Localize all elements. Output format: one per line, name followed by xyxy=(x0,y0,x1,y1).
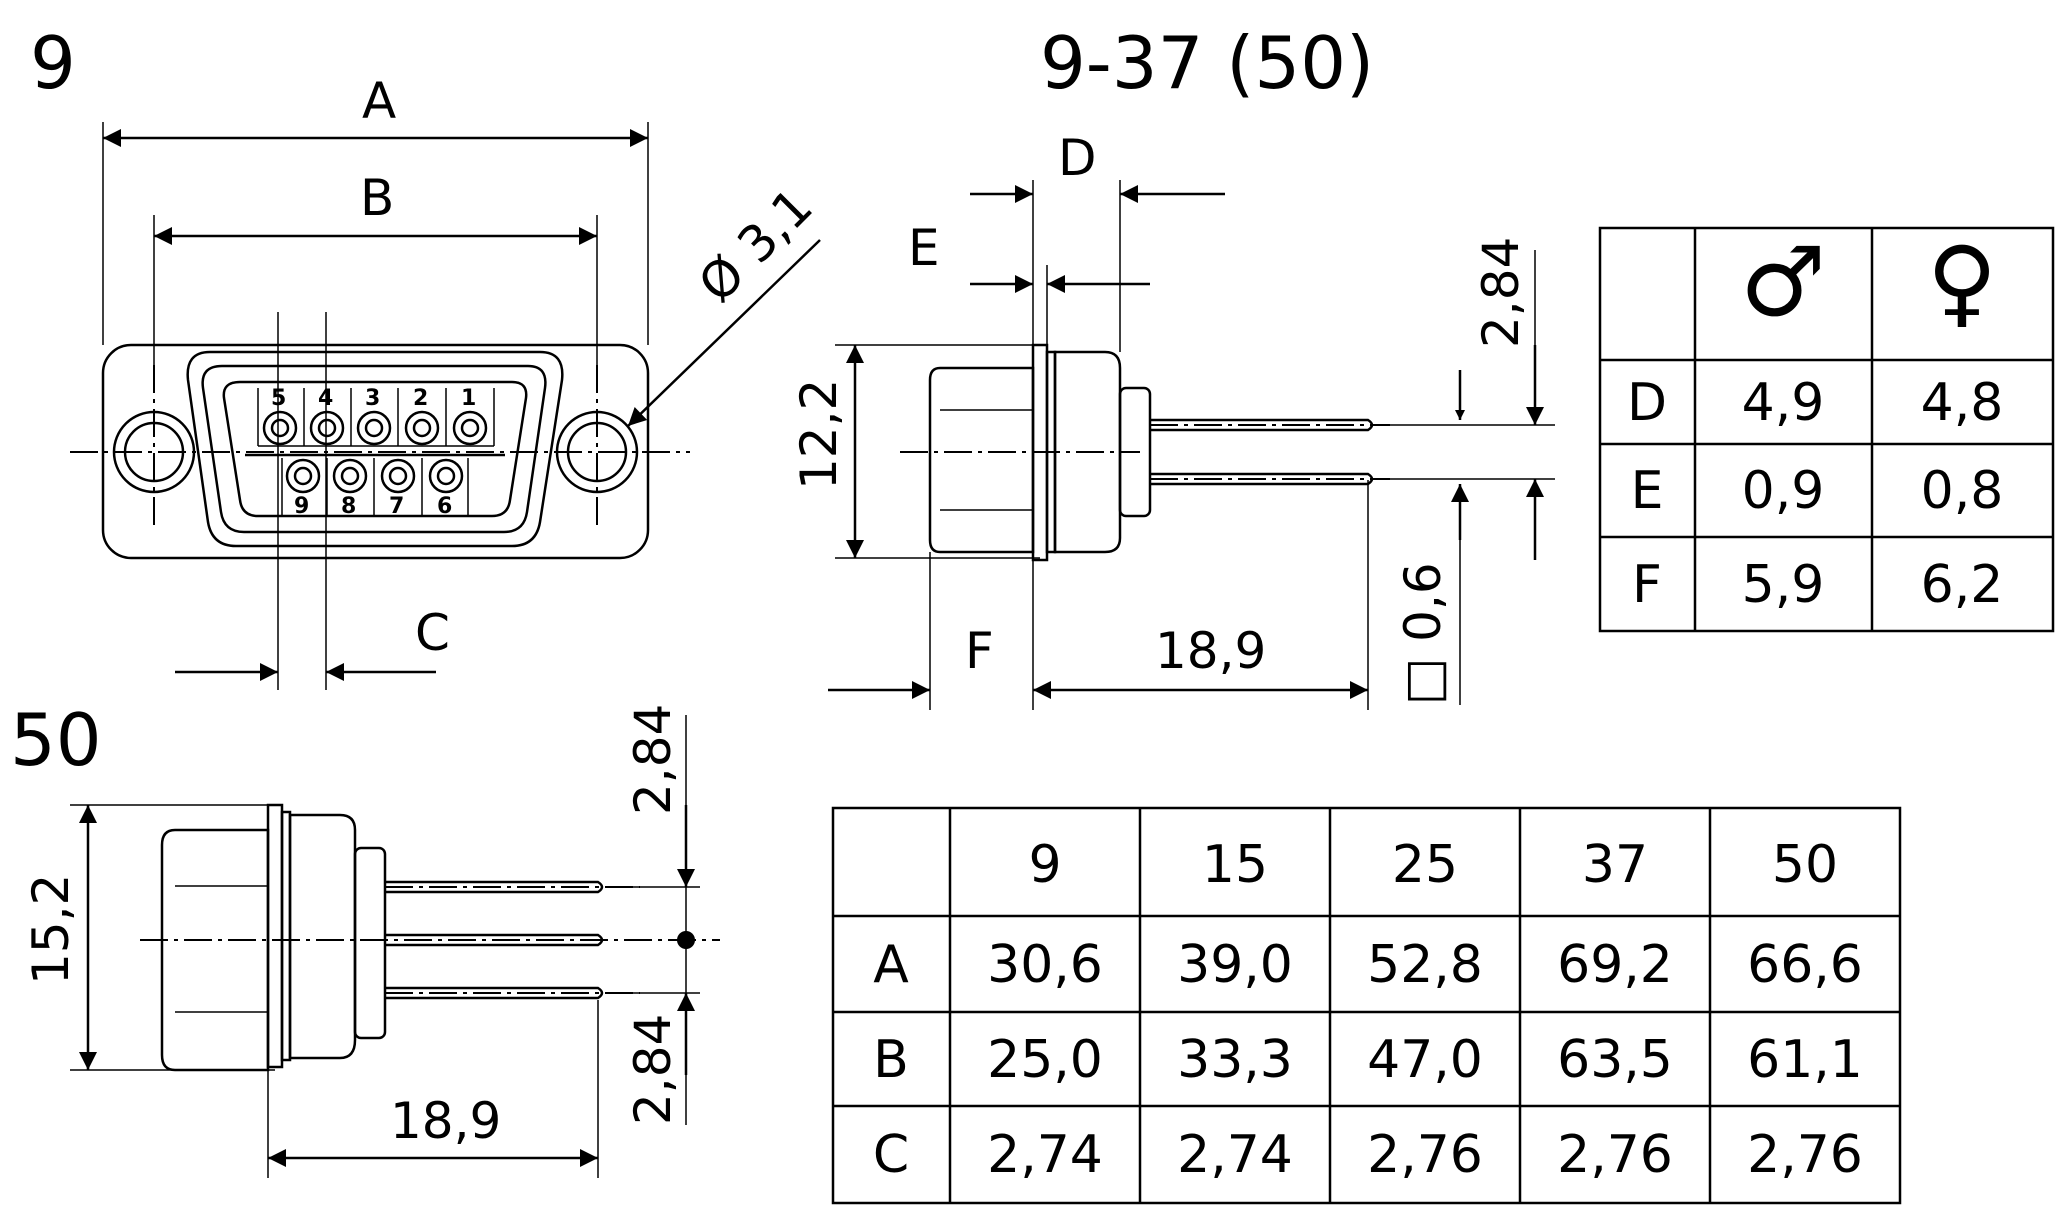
pitch-2-84-label: 2,84 xyxy=(1472,237,1530,348)
view-9-title: 9 xyxy=(30,21,76,105)
view-50-title: 50 xyxy=(10,698,102,782)
insulator-side-50 xyxy=(288,813,357,1060)
size-cell: 47,0 xyxy=(1367,1030,1483,1090)
pin-row-bottom xyxy=(281,458,469,515)
gender-row-label: E xyxy=(1631,461,1664,521)
size-header: 15 xyxy=(1202,835,1268,895)
pin-label-3: 3 xyxy=(365,386,380,411)
pin-square-label: □ 0,6 xyxy=(1394,562,1452,705)
pin-row-top xyxy=(245,388,505,457)
dim-d-label: D xyxy=(1058,129,1097,187)
d-shell-inner xyxy=(222,380,528,518)
size-cell: 2,76 xyxy=(1747,1125,1863,1185)
male-symbol-icon: ♂ xyxy=(1740,226,1826,338)
pin-label-7: 7 xyxy=(389,494,404,519)
length-18-9-label-50: 18,9 xyxy=(390,1092,501,1150)
gender-cell: 0,8 xyxy=(1921,461,2004,521)
size-cell: 2,74 xyxy=(1177,1125,1293,1185)
dim-e-label: E xyxy=(908,219,940,277)
pin-label-9: 9 xyxy=(294,494,309,519)
size-row-label: A xyxy=(873,935,909,995)
connector-body-50 xyxy=(160,828,270,1072)
gender-cell: 0,9 xyxy=(1742,461,1825,521)
flange-side-50 xyxy=(266,803,284,1069)
dim-a-label: A xyxy=(362,72,396,130)
side-view-50: 50 15,2 18,9 2,84 2,84 xyxy=(10,698,720,1178)
dim-b-label: B xyxy=(360,169,394,227)
gender-row-label: F xyxy=(1632,555,1662,615)
pin-label-8: 8 xyxy=(341,494,356,519)
height-12-2-label: 12,2 xyxy=(790,379,848,490)
gender-cell: 5,9 xyxy=(1742,555,1825,615)
pin-label-2: 2 xyxy=(413,386,428,411)
pin-50-bottom xyxy=(385,986,604,1000)
size-cell: 25,0 xyxy=(987,1030,1103,1090)
pin-label-6: 6 xyxy=(437,494,452,519)
pin-50-top xyxy=(385,880,604,894)
pin-base-50 xyxy=(353,846,387,1040)
pin-label-1: 1 xyxy=(461,386,476,411)
size-cell: 30,6 xyxy=(987,935,1103,995)
side-view-9-37: 9-37 (50) D E 12,2 xyxy=(790,21,1555,710)
female-symbol-icon: ♀ xyxy=(1927,226,1997,338)
size-cell: 33,3 xyxy=(1177,1030,1293,1090)
d-shell-outer xyxy=(186,350,564,548)
height-15-2-label: 15,2 xyxy=(22,874,80,985)
size-cell: 2,76 xyxy=(1367,1125,1483,1185)
size-cell: 52,8 xyxy=(1367,935,1483,995)
gender-cell: 4,8 xyxy=(1921,373,2004,433)
size-cell: 63,5 xyxy=(1557,1030,1673,1090)
view-9-37-title: 9-37 (50) xyxy=(1040,21,1374,105)
pitch-50-bottom-label: 2,84 xyxy=(624,1014,682,1125)
size-header: 50 xyxy=(1772,835,1838,895)
length-18-9-label: 18,9 xyxy=(1155,622,1266,680)
hole-diameter-leader xyxy=(627,239,821,427)
gender-cell: 6,2 xyxy=(1921,555,2004,615)
hole-diameter-label: Ø 3,1 xyxy=(687,177,823,313)
size-row-label: B xyxy=(873,1030,909,1090)
size-cell: 69,2 xyxy=(1557,935,1673,995)
dim-c-label: C xyxy=(415,604,450,662)
size-dimension-table: 9 15 25 37 50 A 30,6 39,0 52,8 69,2 66,6… xyxy=(831,806,1902,1205)
size-cell: 39,0 xyxy=(1177,935,1293,995)
size-cell: 61,1 xyxy=(1747,1030,1863,1090)
d-shell-mid xyxy=(201,364,547,534)
size-cell: 66,6 xyxy=(1747,935,1863,995)
size-header: 9 xyxy=(1028,835,1061,895)
size-row-label: C xyxy=(873,1125,909,1185)
insulator-side xyxy=(1053,350,1122,554)
dim-f-label: F xyxy=(965,622,994,680)
size-header: 25 xyxy=(1392,835,1458,895)
size-cell: 2,76 xyxy=(1557,1125,1673,1185)
gender-cell: 4,9 xyxy=(1742,373,1825,433)
pitch-50-top-label: 2,84 xyxy=(624,704,682,815)
gender-row-label: D xyxy=(1627,373,1667,433)
gender-dimension-table: ♂ ♀ D 4,9 4,8 E 0,9 0,8 F 5,9 6,2 xyxy=(1598,226,2055,633)
connector-body xyxy=(928,366,1035,554)
front-view-9: 9 5 xyxy=(30,21,824,690)
size-cell: 2,74 xyxy=(987,1125,1103,1185)
size-header: 37 xyxy=(1582,835,1648,895)
